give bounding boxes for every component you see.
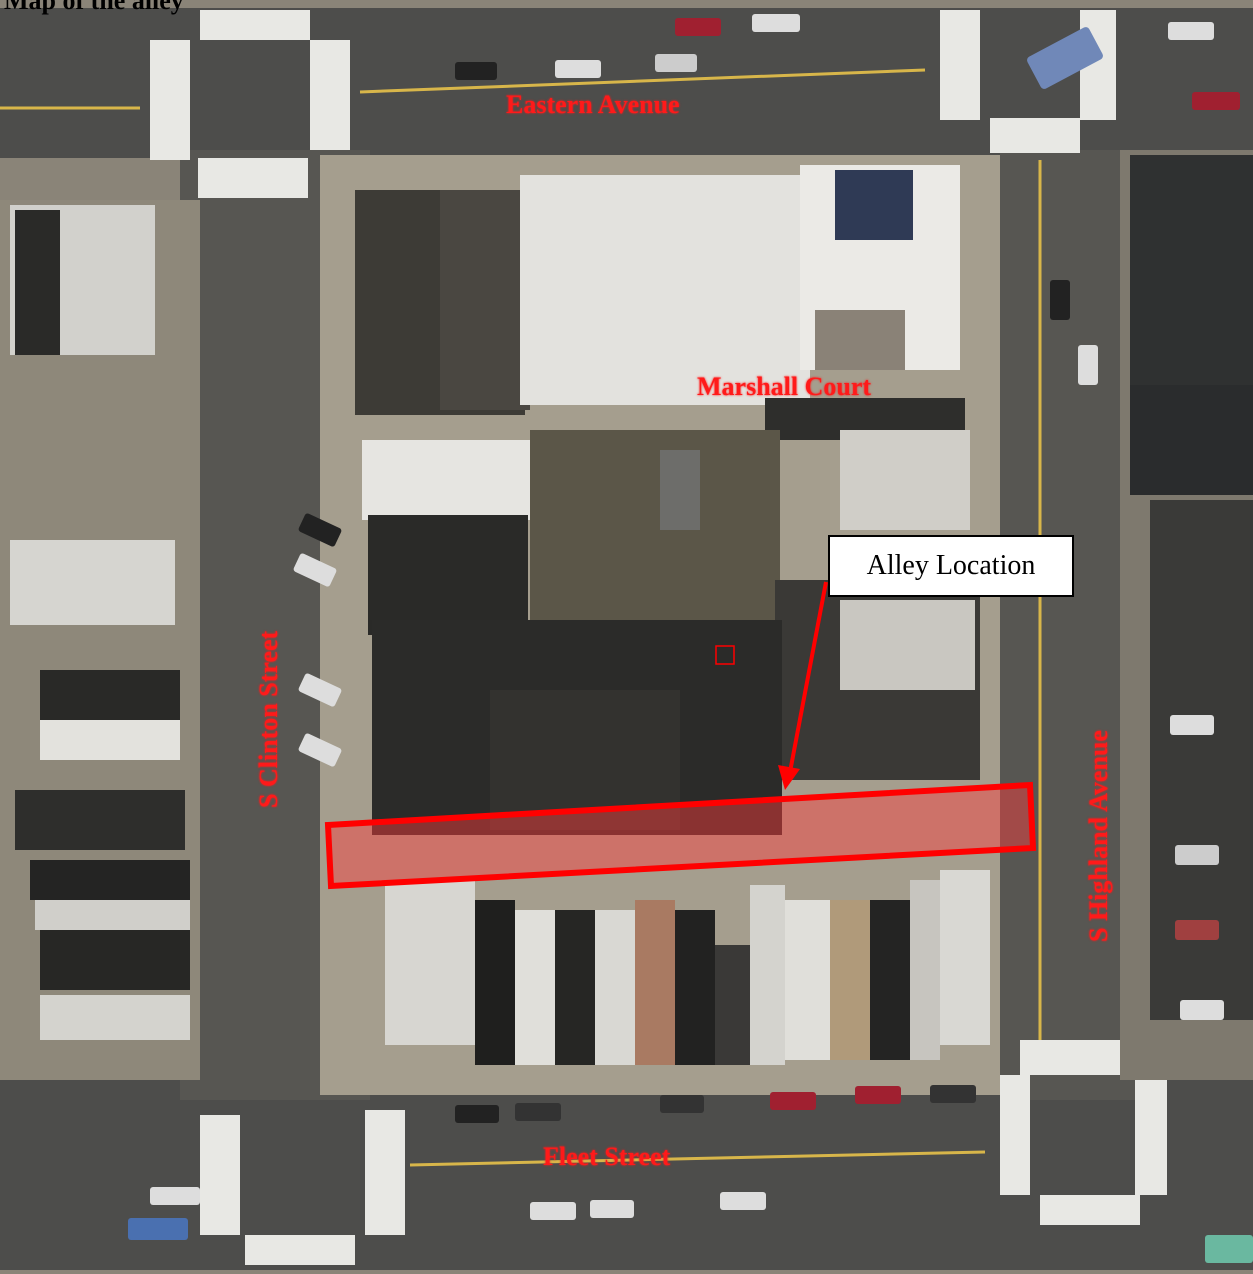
building <box>30 860 190 900</box>
building <box>40 930 190 990</box>
building <box>520 175 810 405</box>
building <box>750 885 785 1065</box>
center-line <box>359 68 926 94</box>
building <box>15 790 185 850</box>
building <box>555 910 595 1065</box>
building <box>1130 155 1253 385</box>
eastern-avenue-label: Eastern Avenue <box>506 90 680 119</box>
building <box>40 670 180 720</box>
building <box>815 310 905 370</box>
callout-arrow <box>788 581 828 773</box>
building <box>440 190 530 410</box>
marshall-court-label: Marshall Court <box>697 372 872 401</box>
building <box>910 880 940 1060</box>
building <box>870 900 910 1060</box>
arrow-head <box>778 765 800 790</box>
fleet-street-label: Fleet Street <box>543 1142 671 1171</box>
clinton-street-label: S Clinton Street <box>254 630 283 808</box>
map-title: Map of the alley <box>4 0 184 15</box>
shed <box>660 450 700 530</box>
building <box>40 995 190 1040</box>
building <box>595 910 635 1065</box>
yard <box>530 430 780 630</box>
crosswalks <box>150 10 1167 1265</box>
solar-panels <box>835 170 913 240</box>
parking-lot <box>1150 500 1253 1020</box>
building <box>940 870 990 1045</box>
building <box>515 910 555 1065</box>
parked-cars <box>128 14 1253 1263</box>
building <box>675 910 715 1065</box>
building <box>475 900 515 1065</box>
building <box>35 900 190 930</box>
alley-highlight <box>324 781 1037 890</box>
building <box>840 600 975 690</box>
center-line <box>409 1150 986 1167</box>
building <box>40 720 180 760</box>
building <box>368 515 528 635</box>
alley-location-callout: Alley Location <box>828 535 1074 597</box>
building <box>715 945 750 1065</box>
building <box>1130 385 1253 495</box>
highland-avenue-label: S Highland Avenue <box>1084 730 1113 942</box>
building <box>840 430 970 530</box>
building <box>635 900 675 1065</box>
building <box>385 880 475 1045</box>
building <box>830 900 870 1060</box>
building <box>362 440 532 520</box>
building <box>15 210 60 355</box>
building <box>10 540 175 625</box>
roof-marker <box>715 645 735 665</box>
fleet-street-road <box>0 1080 1253 1270</box>
building <box>785 900 830 1060</box>
